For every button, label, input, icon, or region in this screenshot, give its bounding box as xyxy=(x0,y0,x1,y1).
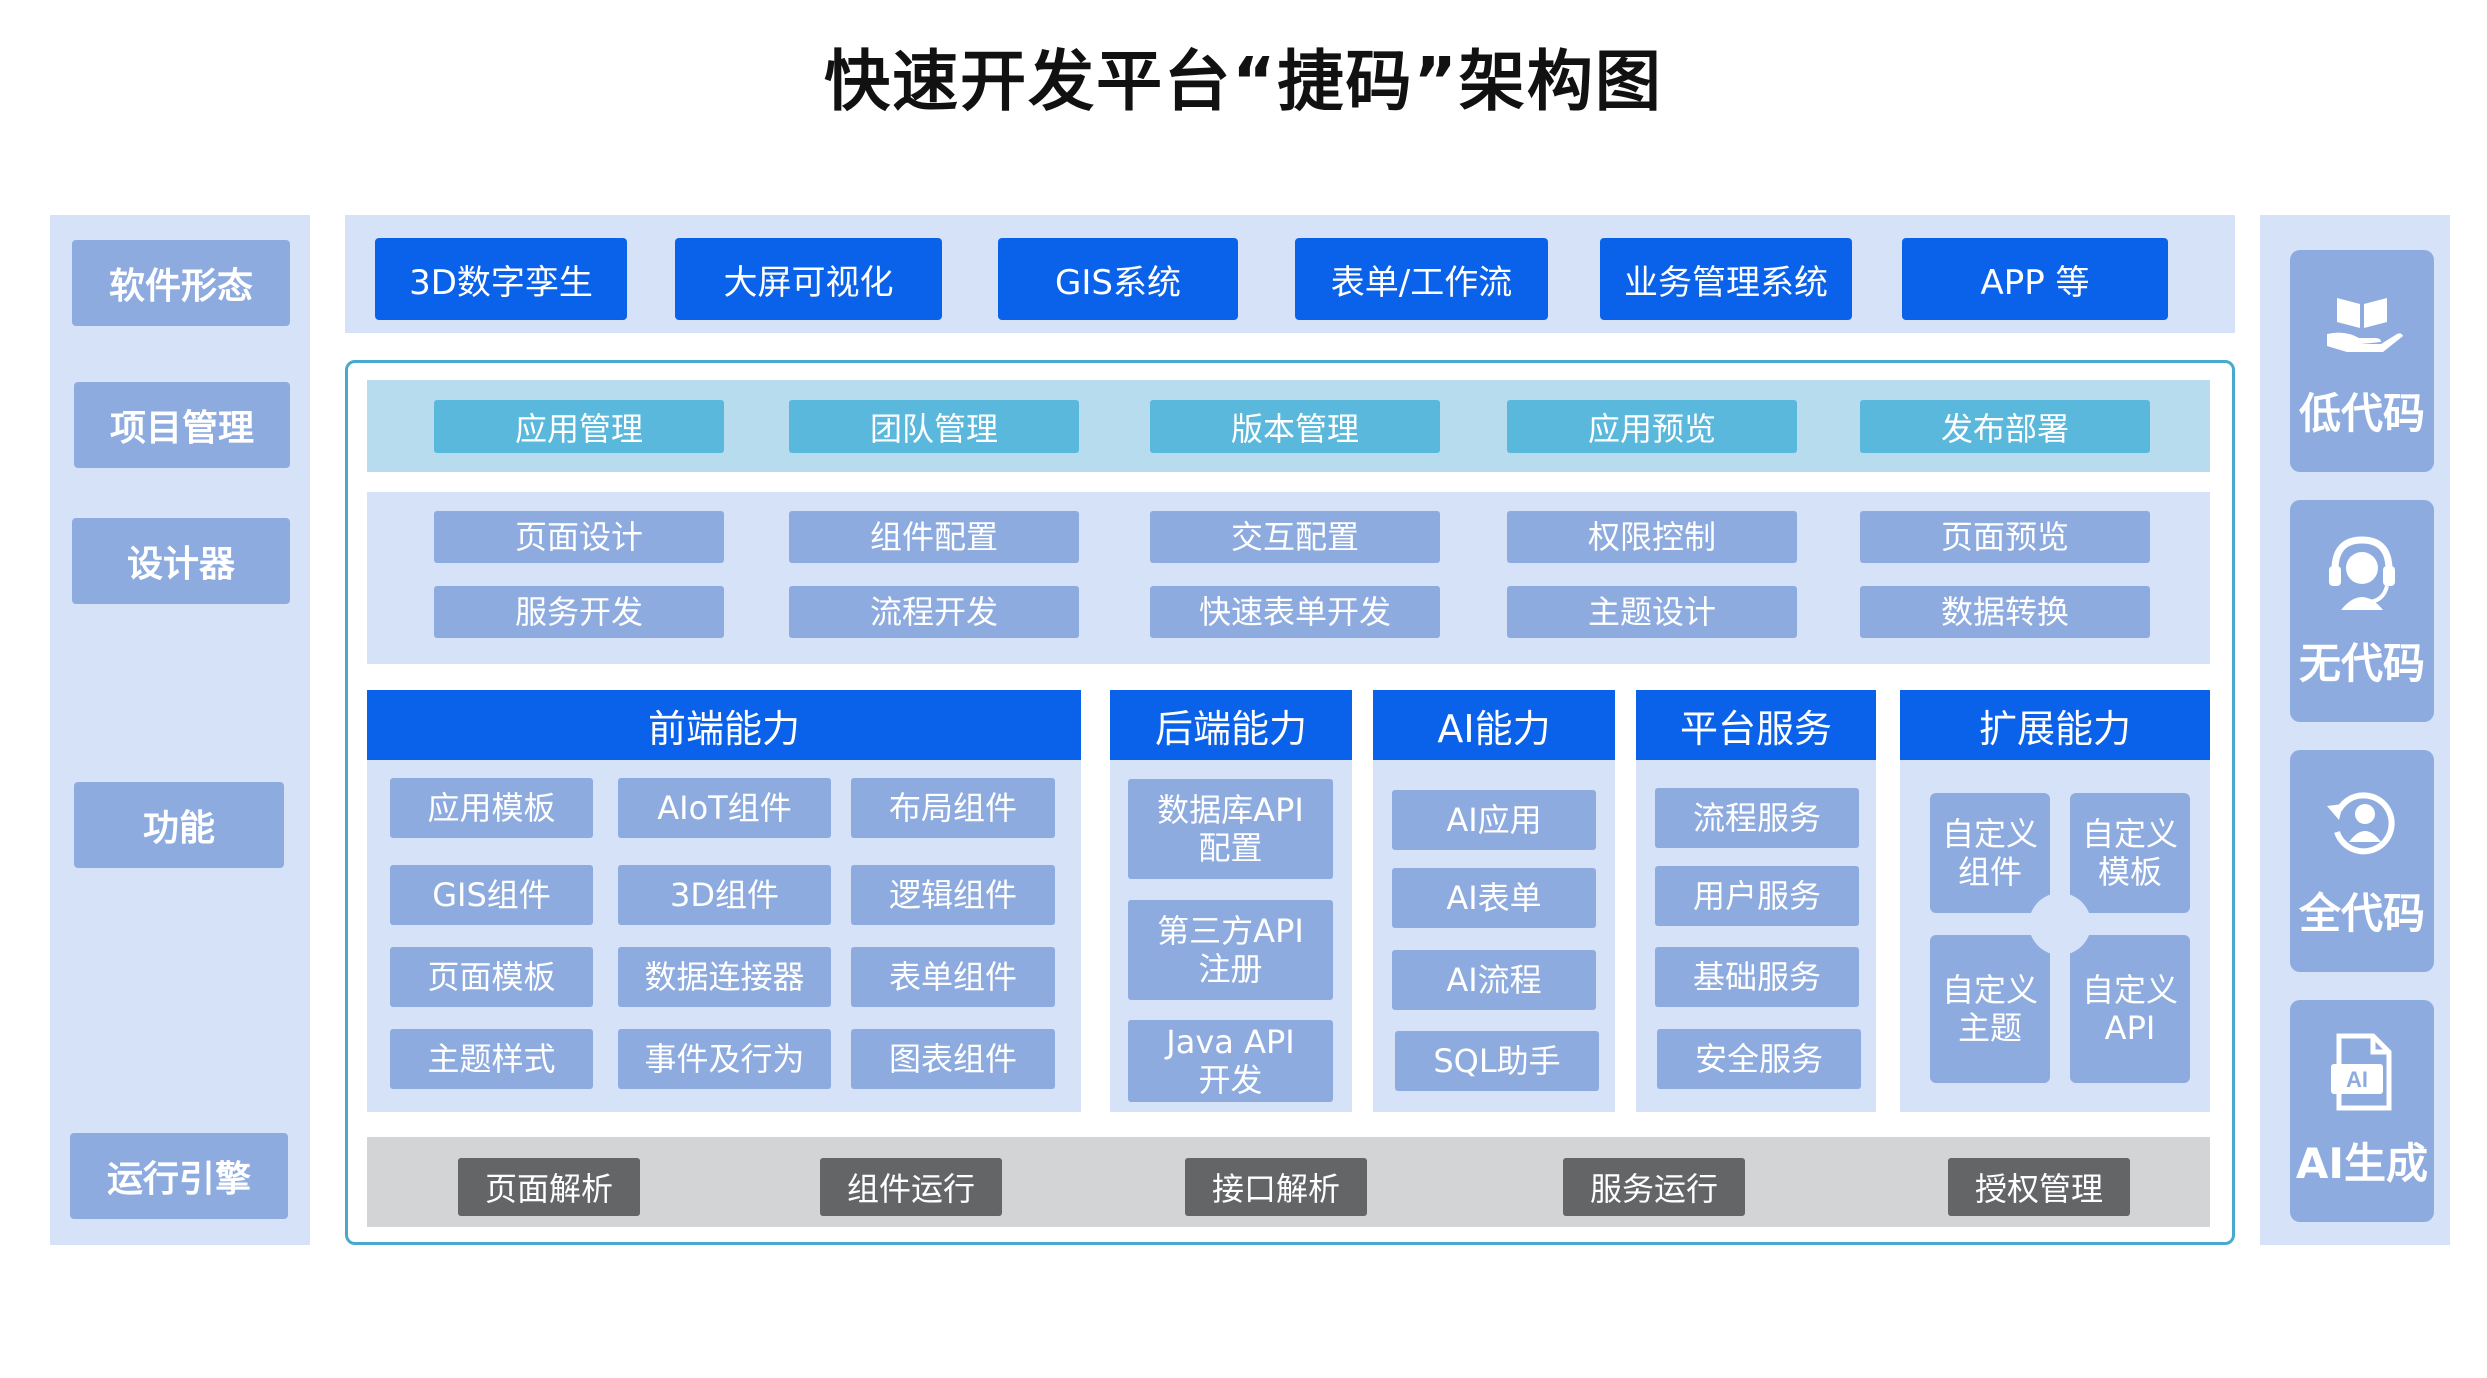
frontend-item: 表单组件 xyxy=(851,947,1055,1007)
extension-item: 自定义 组件 xyxy=(1930,793,2050,913)
designer-item: 数据转换 xyxy=(1860,586,2150,638)
form-3d-twin: 3D数字孪生 xyxy=(375,238,627,320)
pm-deployment: 发布部署 xyxy=(1860,400,2150,453)
backend-item: 数据库API 配置 xyxy=(1128,779,1333,879)
form-app: APP 等 xyxy=(1902,238,2168,320)
no-code-card: 无代码 xyxy=(2290,500,2434,722)
book-hand-icon xyxy=(2327,298,2403,352)
pm-app-preview: 应用预览 xyxy=(1507,400,1797,453)
designer-item: 页面预览 xyxy=(1860,511,2150,563)
pm-version-management: 版本管理 xyxy=(1150,400,1440,453)
ai-item: AI表单 xyxy=(1392,868,1596,928)
designer-item: 流程开发 xyxy=(789,586,1079,638)
label-designer: 设计器 xyxy=(72,518,290,604)
ai-item: AI应用 xyxy=(1392,790,1596,850)
frontend-item: 主题样式 xyxy=(390,1029,593,1089)
runtime-item: 接口解析 xyxy=(1185,1158,1367,1216)
frontend-item: 事件及行为 xyxy=(618,1029,831,1089)
low-code-card: 低代码 xyxy=(2290,250,2434,472)
frontend-item: 页面模板 xyxy=(390,947,593,1007)
pm-team-management: 团队管理 xyxy=(789,400,1079,453)
full-code-label: 全代码 xyxy=(2298,889,2425,938)
ai-item: AI流程 xyxy=(1392,950,1596,1010)
frontend-item: AIoT组件 xyxy=(618,778,831,838)
low-code-label: 低代码 xyxy=(2298,389,2425,438)
platform-header: 平台服务 xyxy=(1636,690,1876,760)
designer-item: 权限控制 xyxy=(1507,511,1797,563)
ai-header: AI能力 xyxy=(1373,690,1615,760)
designer-item: 快速表单开发 xyxy=(1150,586,1440,638)
platform-item: 安全服务 xyxy=(1657,1029,1861,1089)
no-code-label: 无代码 xyxy=(2298,639,2425,688)
platform-item: 流程服务 xyxy=(1655,788,1859,848)
designer-item: 组件配置 xyxy=(789,511,1079,563)
page-title: 快速开发平台“捷码”架构图 xyxy=(824,43,1663,120)
backend-item: Java API 开发 xyxy=(1128,1020,1333,1102)
form-workflow: 表单/工作流 xyxy=(1295,238,1548,320)
form-big-screen: 大屏可视化 xyxy=(675,238,942,320)
label-functions: 功能 xyxy=(74,782,284,868)
designer-item: 交互配置 xyxy=(1150,511,1440,563)
ai-item: SQL助手 xyxy=(1395,1031,1599,1091)
runtime-item: 授权管理 xyxy=(1948,1158,2130,1216)
designer-item: 页面设计 xyxy=(434,511,724,563)
ai-generate-card: AI AI生成 xyxy=(2290,1000,2434,1222)
frontend-item: GIS组件 xyxy=(390,865,593,925)
frontend-item: 布局组件 xyxy=(851,778,1055,838)
frontend-item: 数据连接器 xyxy=(618,947,831,1007)
backend-header: 后端能力 xyxy=(1110,690,1352,760)
headset-icon xyxy=(2329,536,2395,610)
frontend-item: 图表组件 xyxy=(851,1029,1055,1089)
full-code-card: 全代码 xyxy=(2290,750,2434,972)
person-cycle-icon xyxy=(2327,792,2395,855)
pm-app-management: 应用管理 xyxy=(434,400,724,453)
form-gis: GIS系统 xyxy=(998,238,1238,320)
extension-header: 扩展能力 xyxy=(1900,690,2210,760)
ai-file-icon: AI xyxy=(2331,1033,2392,1111)
extension-item: 自定义 API xyxy=(2070,935,2190,1083)
extension-center-circle xyxy=(2029,893,2091,955)
designer-item: 服务开发 xyxy=(434,586,724,638)
label-project-management: 项目管理 xyxy=(74,382,290,468)
left-label-column xyxy=(50,215,310,1245)
form-business-mgmt: 业务管理系统 xyxy=(1600,238,1852,320)
svg-text:AI: AI xyxy=(2346,1067,2368,1092)
extension-item: 自定义 主题 xyxy=(1930,935,2050,1083)
frontend-item: 3D组件 xyxy=(618,865,831,925)
platform-item: 用户服务 xyxy=(1655,866,1859,926)
runtime-item: 服务运行 xyxy=(1563,1158,1745,1216)
platform-item: 基础服务 xyxy=(1655,947,1859,1007)
extension-item: 自定义 模板 xyxy=(2070,793,2190,913)
runtime-item: 组件运行 xyxy=(820,1158,1002,1216)
runtime-item: 页面解析 xyxy=(458,1158,640,1216)
label-software-forms: 软件形态 xyxy=(72,240,290,326)
frontend-item: 应用模板 xyxy=(390,778,593,838)
label-runtime-engine: 运行引擎 xyxy=(70,1133,288,1219)
frontend-header: 前端能力 xyxy=(367,690,1081,760)
designer-item: 主题设计 xyxy=(1507,586,1797,638)
frontend-item: 逻辑组件 xyxy=(851,865,1055,925)
backend-item: 第三方API 注册 xyxy=(1128,900,1333,1000)
ai-generate-label: AI生成 xyxy=(2295,1139,2429,1188)
